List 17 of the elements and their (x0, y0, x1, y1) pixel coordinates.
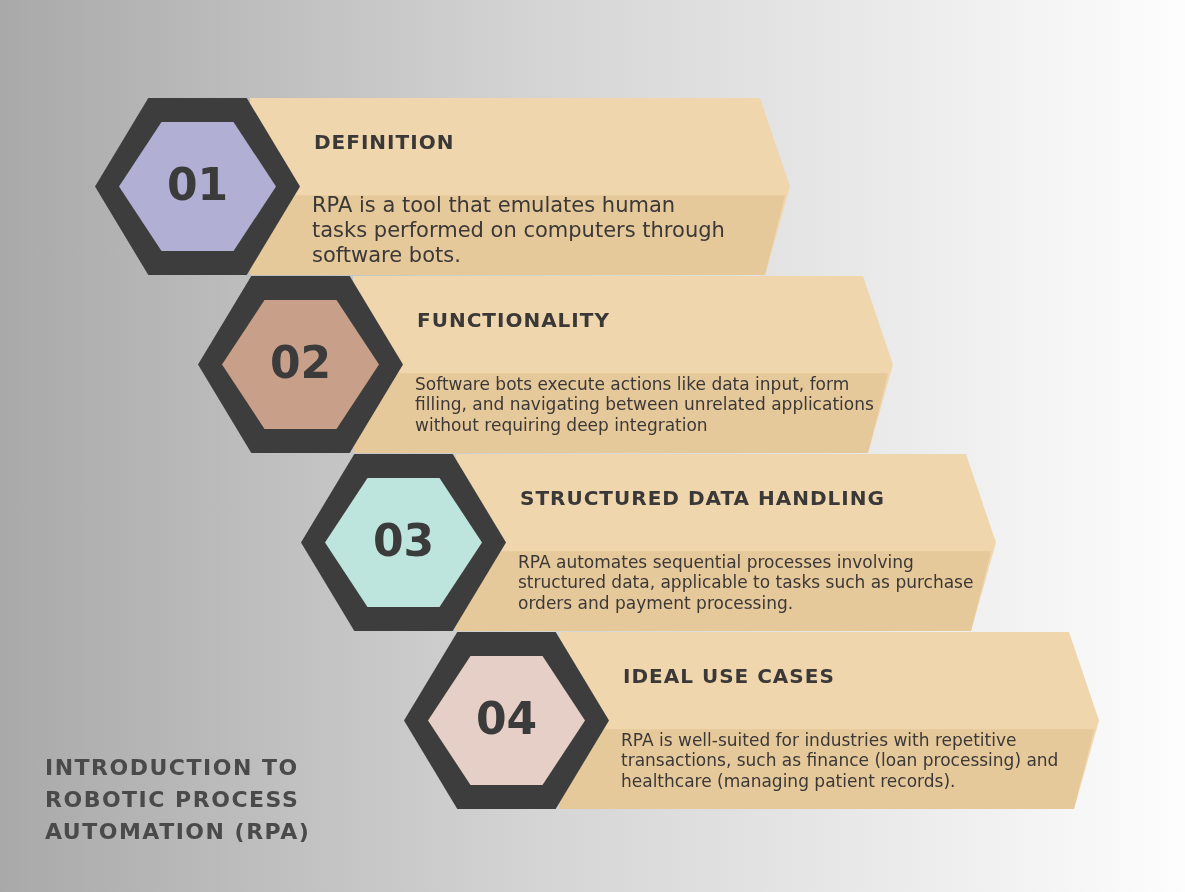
description-text: RPA is a tool that emulates human tasks performed on computers through software bots. (312, 193, 726, 269)
heading-text: DEFINITION (314, 130, 455, 154)
step-number: 03 (371, 514, 436, 566)
banner (250, 98, 790, 275)
heading-text: FUNCTIONALITY (417, 308, 610, 332)
banner (353, 276, 893, 453)
banner (559, 632, 1099, 809)
step-number: 01 (165, 158, 230, 210)
heading-text: IDEAL USE CASES (623, 664, 835, 688)
title-text: INTRODUCTION TO ROBOTIC PROCESS AUTOMATION (RPA) (45, 754, 312, 846)
step-number: 04 (474, 692, 539, 744)
banner (456, 454, 996, 631)
heading-text: STRUCTURED DATA HANDLING (520, 486, 885, 510)
step-number: 02 (268, 336, 333, 388)
description-text: RPA is well-suited for industries with repetitive transactions, such as finance (loan processing) and healthcare (managing patient records). (621, 730, 1060, 792)
description-text: Software bots execute actions like data input, form filling, and navigating between unrelated applications without requiring deep integration (415, 374, 875, 436)
description-text: RPA automates sequential processes involving structured data, applicable to tasks such as purchase orders and payment processing. (518, 552, 975, 614)
